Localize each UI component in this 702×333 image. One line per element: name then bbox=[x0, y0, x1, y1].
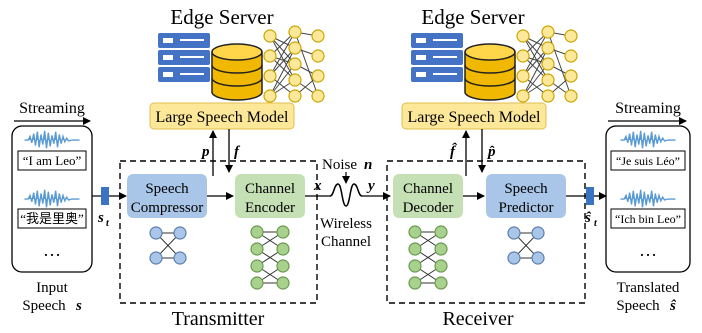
wireless-channel-wave bbox=[329, 183, 363, 207]
wireless-label-line1: Wireless bbox=[320, 216, 372, 232]
svg-text:Speech: Speech bbox=[145, 181, 189, 197]
svg-text:Predictor: Predictor bbox=[499, 200, 554, 216]
output-caption-line2: Speech bbox=[616, 298, 660, 314]
database-icon-left bbox=[211, 43, 263, 101]
compressor-network-icon bbox=[149, 226, 187, 265]
noise-symbol: n bbox=[364, 157, 372, 173]
transmitter-label: Transmitter bbox=[172, 308, 265, 330]
database-icon-right bbox=[464, 43, 516, 101]
svg-text:Encoder: Encoder bbox=[245, 200, 295, 216]
x-label: x bbox=[313, 178, 322, 194]
svg-text:Decoder: Decoder bbox=[403, 200, 454, 216]
large-network-icon-right bbox=[516, 25, 578, 103]
edge-server-right-title: Edge Server bbox=[421, 5, 524, 29]
edge-server-left-title: Edge Server bbox=[170, 5, 273, 29]
predictor-network-icon bbox=[507, 226, 545, 265]
y-label: y bbox=[366, 178, 375, 194]
speech-predictor-box: Speech Predictor bbox=[486, 174, 566, 218]
p-label: p bbox=[200, 144, 210, 160]
st-in-subscript: t bbox=[106, 218, 110, 229]
server-icon-left bbox=[158, 33, 210, 82]
output-utterance-2: “Ich bin Leo” bbox=[615, 212, 681, 226]
svg-text:Channel: Channel bbox=[245, 181, 295, 197]
input-caption-line1: Input bbox=[36, 280, 68, 296]
input-frame-block bbox=[101, 187, 109, 205]
channel-decoder-box: Channel Decoder bbox=[393, 174, 463, 218]
speech-compressor-box: Speech Compressor bbox=[127, 174, 207, 218]
input-ellipsis: … bbox=[43, 240, 61, 260]
server-icon-right bbox=[411, 33, 463, 82]
output-ellipsis: … bbox=[639, 240, 657, 260]
output-frame-block bbox=[586, 187, 594, 205]
f-hat-label: f̂ bbox=[450, 142, 457, 160]
f-label: f bbox=[234, 144, 241, 160]
decoder-network-icon bbox=[408, 225, 448, 290]
st-out-symbol: ŝ bbox=[584, 210, 592, 226]
svg-text:Large Speech Model: Large Speech Model bbox=[156, 109, 290, 126]
large-speech-model-left: Large Speech Model bbox=[149, 102, 295, 130]
input-utterance-1: “I am Leo” bbox=[23, 153, 82, 168]
large-speech-model-right: Large Speech Model bbox=[401, 102, 547, 130]
input-utterance-2: “我是里奥” bbox=[20, 211, 84, 226]
svg-text:Speech: Speech bbox=[504, 181, 548, 197]
svg-text:Channel: Channel bbox=[403, 181, 453, 197]
output-speech-symbol: ŝ bbox=[669, 298, 677, 314]
encoder-network-icon bbox=[250, 225, 290, 290]
channel-encoder-box: Channel Encoder bbox=[235, 174, 305, 218]
st-in-symbol: s bbox=[97, 210, 104, 226]
streaming-right-label: Streaming bbox=[615, 100, 681, 117]
noise-label: Noise bbox=[322, 157, 357, 173]
output-utterance-1: “Je suis Léo” bbox=[616, 154, 680, 168]
svg-text:Large Speech Model: Large Speech Model bbox=[408, 109, 542, 126]
wireless-label-line2: Channel bbox=[321, 234, 371, 250]
streaming-left-label: Streaming bbox=[19, 100, 85, 117]
p-hat-label: p̂ bbox=[486, 144, 496, 160]
output-caption-line1: Translated bbox=[617, 280, 680, 296]
large-network-icon-left bbox=[263, 25, 325, 103]
receiver-label: Receiver bbox=[442, 308, 513, 330]
svg-text:Compressor: Compressor bbox=[131, 200, 204, 216]
st-out-subscript: t bbox=[594, 218, 598, 229]
input-caption-line2: Speech bbox=[22, 298, 66, 314]
input-speech-symbol: s bbox=[75, 298, 82, 314]
